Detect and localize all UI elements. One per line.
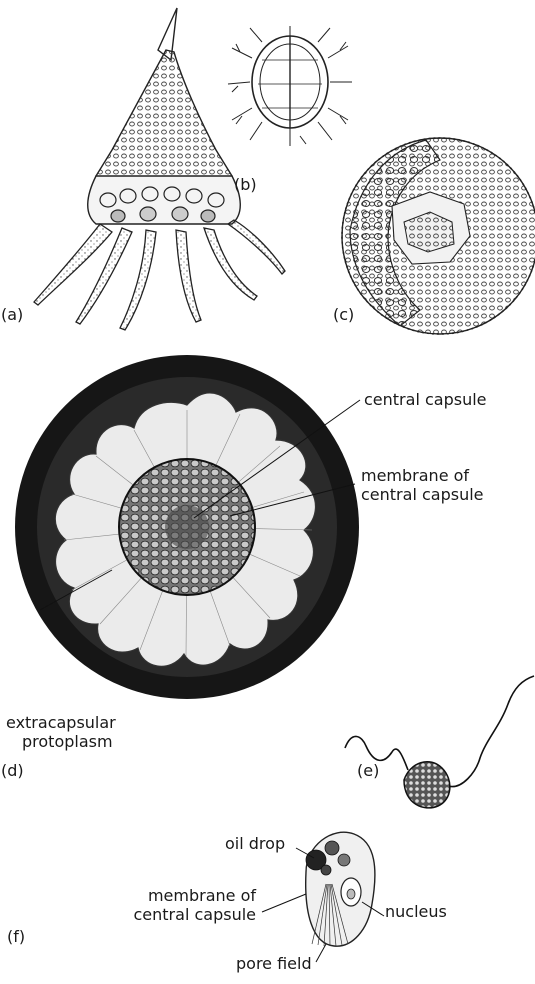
membrane-central-capsule-label-line1: membrane of [361, 466, 469, 485]
panel-e-label: (e) [357, 762, 379, 780]
membrane-central-capsule-label-line2: central capsule [361, 485, 484, 504]
panel-d-drawing [15, 355, 359, 699]
pore-field-label: pore field [236, 954, 312, 973]
membrane-central-capsule-f-line2: central capsule [130, 905, 256, 924]
panel-b-label: (b) [234, 176, 257, 194]
central-capsule-label: central capsule [364, 390, 487, 409]
panel-c-label: (c) [333, 306, 354, 324]
panel-e-drawing [345, 676, 534, 808]
membrane-central-capsule-f-line1: membrane of [130, 886, 256, 905]
panel-a-drawing [34, 8, 285, 330]
panel-f-label: (f) [7, 928, 25, 946]
panel-f-drawing [306, 832, 375, 946]
panel-a-label: (a) [1, 306, 23, 324]
extracapsular-label-line1: extracapsular [6, 713, 116, 732]
nucleus-label: nucleus [385, 902, 447, 921]
panel-b-drawing [228, 26, 352, 146]
extracapsular-label-line2: protoplasm [22, 732, 113, 751]
oil-drop-label: oil drop [225, 834, 285, 853]
panel-d-label: (d) [1, 762, 24, 780]
panel-c-drawing [342, 138, 535, 334]
